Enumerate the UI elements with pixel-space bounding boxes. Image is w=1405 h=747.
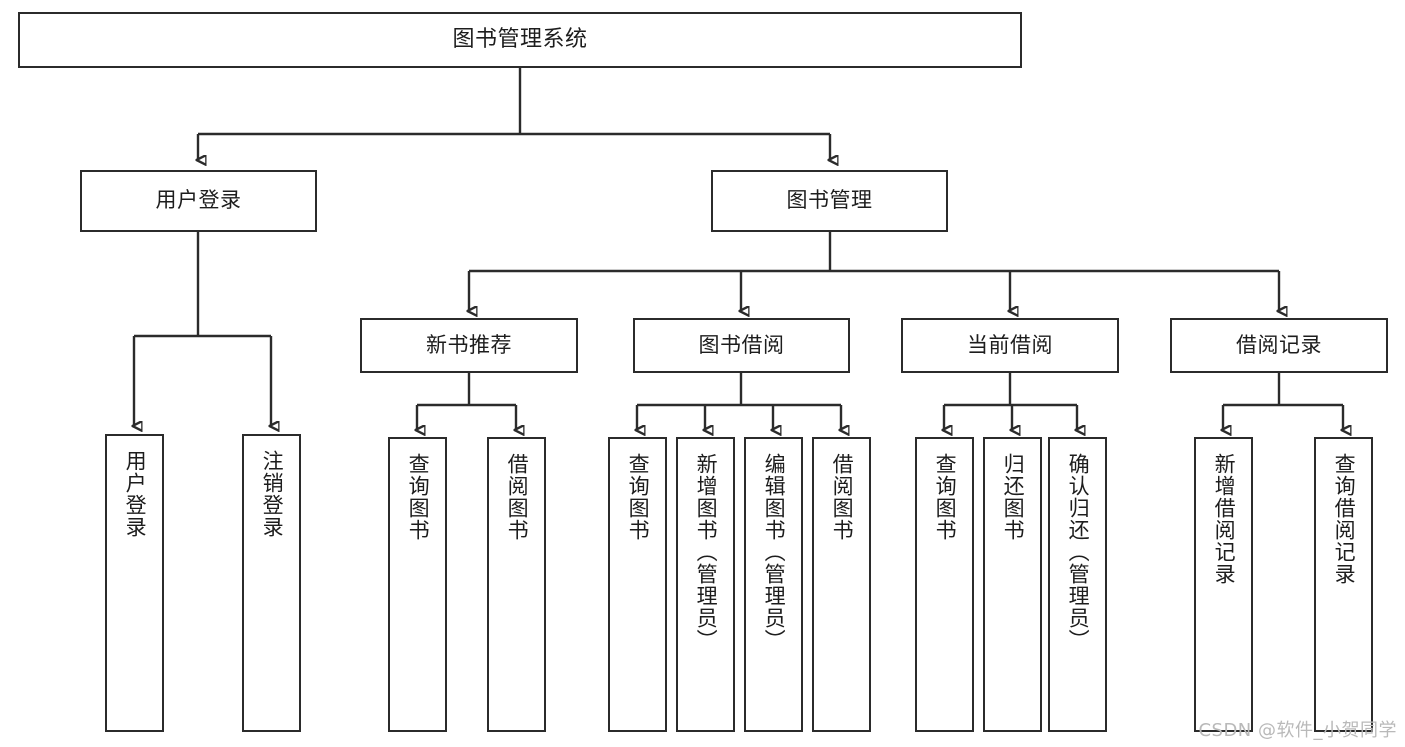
leaf-borrow-record-1[interactable]: 新增借阅记录 (1194, 437, 1253, 732)
leaf-user-login-2-label: 注销登录 (260, 450, 285, 538)
node-root-label: 图书管理系统 (452, 26, 588, 52)
leaf-new-book-1[interactable]: 查询图书 (388, 437, 447, 732)
node-root[interactable]: 图书管理系统 (18, 12, 1022, 68)
leaf-current-borrow-2[interactable]: 归还图书 (983, 437, 1042, 732)
csdn-watermark: CSDN @软件_小贺同学 (1198, 720, 1397, 741)
node-user-login-label: 用户登录 (155, 188, 242, 213)
leaf-user-login-1-label: 用户登录 (123, 450, 148, 538)
node-book-manage[interactable]: 图书管理 (711, 170, 948, 232)
leaf-book-borrow-1-label: 查询图书 (626, 453, 651, 541)
leaf-user-login-2[interactable]: 注销登录 (242, 434, 301, 732)
node-new-book-recommend-label: 新书推荐 (426, 332, 512, 357)
leaf-book-borrow-4[interactable]: 借阅图书 (812, 437, 871, 732)
leaf-current-borrow-1[interactable]: 查询图书 (915, 437, 974, 732)
node-current-borrow[interactable]: 当前借阅 (901, 318, 1119, 373)
node-user-login[interactable]: 用户登录 (80, 170, 317, 232)
node-book-borrow-label: 图书借阅 (698, 332, 785, 357)
node-book-borrow[interactable]: 图书借阅 (633, 318, 850, 373)
node-borrow-record-label: 借阅记录 (1236, 332, 1322, 357)
leaf-book-borrow-1[interactable]: 查询图书 (608, 437, 667, 732)
leaf-current-borrow-2-label: 归还图书 (1001, 453, 1026, 541)
leaf-current-borrow-3[interactable]: 确认归还（管理员） (1048, 437, 1107, 732)
leaf-new-book-2[interactable]: 借阅图书 (487, 437, 546, 732)
leaf-new-book-2-label: 借阅图书 (505, 453, 530, 541)
leaf-book-borrow-4-label: 借阅图书 (830, 453, 855, 541)
leaf-current-borrow-1-label: 查询图书 (933, 453, 958, 541)
leaf-borrow-record-1-label: 新增借阅记录 (1212, 453, 1237, 585)
leaf-book-borrow-3-label: 编辑图书（管理员） (762, 453, 787, 651)
leaf-user-login-1[interactable]: 用户登录 (105, 434, 164, 732)
leaf-new-book-1-label: 查询图书 (406, 453, 431, 541)
leaf-borrow-record-2-label: 查询借阅记录 (1332, 453, 1357, 585)
leaf-book-borrow-2-label: 新增图书（管理员） (694, 453, 719, 651)
leaf-book-borrow-2[interactable]: 新增图书（管理员） (676, 437, 735, 732)
leaf-current-borrow-3-label: 确认归还（管理员） (1066, 453, 1091, 651)
node-borrow-record[interactable]: 借阅记录 (1170, 318, 1388, 373)
node-book-manage-label: 图书管理 (786, 188, 873, 213)
leaf-book-borrow-3[interactable]: 编辑图书（管理员） (744, 437, 803, 732)
leaf-borrow-record-2[interactable]: 查询借阅记录 (1314, 437, 1373, 732)
node-current-borrow-label: 当前借阅 (967, 332, 1053, 357)
node-new-book-recommend[interactable]: 新书推荐 (360, 318, 578, 373)
